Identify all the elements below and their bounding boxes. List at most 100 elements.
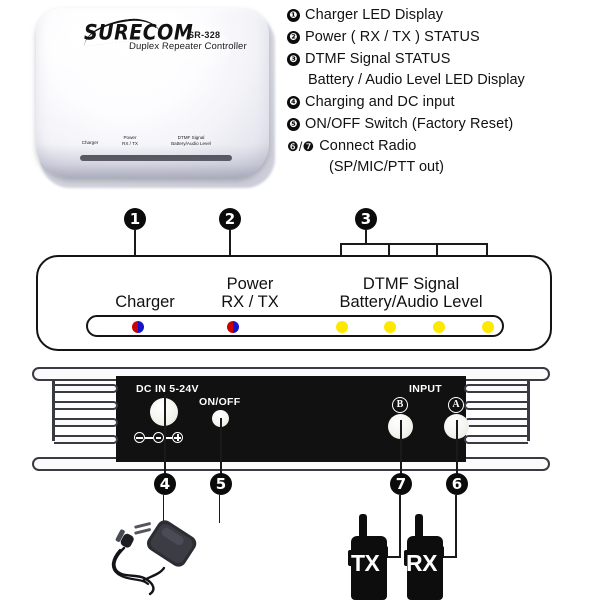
front-label-charger: Charger — [115, 293, 175, 311]
heatsink-fin-left-4 — [54, 435, 118, 444]
legend-item-1: ❶ Charger LED Display — [287, 6, 597, 25]
legend-subtext-3: Battery / Audio Level LED Display — [308, 72, 525, 88]
legend-item-3: ❸ DTMF Signal STATUS — [287, 50, 597, 69]
radio-leader-6-vert — [455, 495, 457, 557]
brand-logo: SURECOM — [84, 20, 194, 46]
level-led-3 — [433, 321, 445, 333]
legend-subtext-6: (SP/MIC/PTT out) — [329, 159, 444, 175]
level-led-2 — [384, 321, 396, 333]
input-label: INPUT — [409, 383, 442, 395]
legend-bullet-6: ❻/❼ — [287, 139, 315, 154]
radio-leader-7-horiz — [378, 556, 401, 558]
device-label-charger: Charger — [81, 140, 99, 145]
legend-text-3: DTMF Signal STATUS — [305, 51, 451, 67]
radio-tx-ptt — [379, 546, 388, 558]
legend-item-6: ❻/❼ Connect Radio — [287, 137, 597, 156]
front-callout-1-badge: 1 — [124, 208, 146, 230]
front-callout-3-stem — [365, 230, 368, 244]
heatsink-fin-left-1 — [54, 384, 118, 393]
front-label-power: Power — [226, 275, 274, 293]
legend-text-1: Charger LED Display — [305, 7, 444, 23]
radio-leader-6-horiz — [434, 556, 457, 558]
rear-callout-7-line — [400, 420, 403, 477]
legend-bullet-4: ❹ — [287, 96, 300, 109]
adapter-prongs — [134, 522, 151, 535]
power-led — [227, 321, 239, 333]
model-number: SR-328 — [188, 30, 221, 40]
onoff-label: ON/OFF — [199, 396, 241, 408]
adapter-brick — [146, 520, 197, 567]
heatsink-spine-right — [527, 381, 530, 441]
rear-callout-7-badge: 7 — [390, 473, 412, 495]
radio-tx-antenna — [359, 514, 367, 540]
legend-text-5: ON/OFF Switch (Factory Reset) — [305, 116, 514, 132]
rear-callout-6-badge: 6 — [446, 473, 468, 495]
legend-bullet-2: ❷ — [287, 31, 300, 44]
device-body: SURECOM SR-328 Duplex Repeater Controlle… — [36, 8, 269, 178]
rear-callout-6: 6 — [446, 473, 468, 495]
adapter-barrel-plug — [115, 529, 134, 548]
rear-callout-4-line — [164, 395, 167, 477]
legend-bullet-1: ❶ — [287, 9, 300, 22]
rear-callout-6-line — [456, 420, 459, 477]
rear-callout-5-line — [220, 418, 223, 477]
front-callout-2: 2 — [219, 208, 241, 230]
front-panel: Charger Power RX / TX DTMF Signal Batter… — [36, 255, 552, 351]
led-indicator-bar — [86, 315, 504, 337]
device-label-dtmf-sub: Battery/Audio Level — [171, 141, 211, 146]
device-label-dtmf: DTMF Signal — [177, 135, 205, 140]
legend-item-2: ❷ Power ( RX / TX ) STATUS — [287, 28, 597, 47]
radio-rx-antenna — [415, 514, 423, 540]
legend-bullet-5: ❺ — [287, 118, 300, 131]
heatsink-fin-right-1 — [464, 384, 528, 393]
adapter-leader-5 — [219, 495, 221, 523]
front-callout-3-badge: 3 — [355, 208, 377, 230]
heatsink-spine-left — [52, 381, 55, 441]
radio-rx-knob — [404, 550, 410, 566]
legend-bullet-3: ❸ — [287, 53, 300, 66]
front-callout-2-badge: 2 — [219, 208, 241, 230]
legend-text-2: Power ( RX / TX ) STATUS — [305, 29, 480, 45]
legend-text-6: Connect Radio — [319, 138, 417, 154]
level-led-4 — [482, 321, 494, 333]
rear-callout-5-badge: 5 — [210, 473, 232, 495]
legend-list: ❶ Charger LED Display ❷ Power ( RX / TX … — [287, 6, 597, 180]
front-callout-3: 3 — [355, 208, 377, 230]
front-label-power-sub: RX / TX — [221, 293, 279, 311]
radio-rx-ptt — [435, 546, 444, 558]
input-a-marker: A — [448, 397, 464, 413]
rear-callout-7: 7 — [390, 473, 412, 495]
front-label-dtmf-sub: Battery/Audio Level — [339, 293, 483, 311]
dc-in-label: DC IN 5-24V — [136, 383, 199, 395]
heatsink-fin-left-3 — [54, 418, 118, 427]
front-callout-1: 1 — [124, 208, 146, 230]
rear-panel: DC IN 5-24V ON/OFF INPUT B A — [26, 367, 556, 471]
charger-led — [132, 321, 144, 333]
heatsink-fin-right-2 — [464, 401, 528, 410]
heatsink-fin-right-3 — [464, 418, 528, 427]
radio-rx-label: RX — [406, 550, 437, 576]
dc-polarity-icon — [134, 431, 196, 445]
radio-tx: TX — [348, 514, 394, 600]
front-label-dtmf: DTMF Signal — [362, 275, 460, 293]
input-b-marker: B — [392, 397, 408, 413]
legend-item-4: ❹ Charging and DC input — [287, 93, 597, 112]
device-led-strip — [80, 155, 232, 161]
power-adapter-illustration — [111, 520, 197, 596]
product-subtitle: Duplex Repeater Controller — [128, 41, 248, 52]
device-label-power-sub: RX / TX — [122, 141, 138, 146]
legend-text-4: Charging and DC input — [305, 94, 455, 110]
rear-panel-frame: DC IN 5-24V ON/OFF INPUT B A — [26, 367, 556, 471]
front-callout-3-bracket — [340, 243, 488, 246]
device-label-power: Power — [123, 135, 137, 140]
radio-tx-knob — [348, 550, 354, 566]
heatsink-fin-left-2 — [54, 401, 118, 410]
legend-item-5: ❺ ON/OFF Switch (Factory Reset) — [287, 115, 597, 134]
radio-leader-7-vert — [399, 495, 401, 557]
level-led-1 — [336, 321, 348, 333]
rear-callout-4: 4 — [154, 473, 176, 495]
radio-rx: RX — [404, 514, 450, 600]
rear-callout-5: 5 — [210, 473, 232, 495]
rear-callout-4-badge: 4 — [154, 473, 176, 495]
radio-tx-label: TX — [351, 550, 380, 576]
